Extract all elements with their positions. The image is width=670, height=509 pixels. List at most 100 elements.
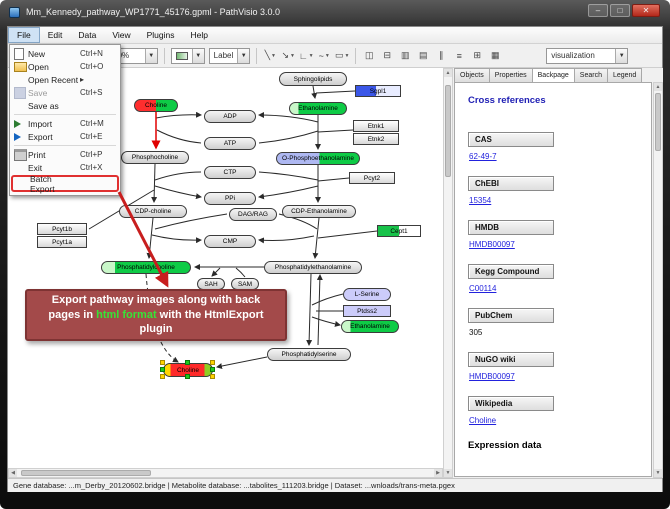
visualization-select[interactable]: visualization ▼ — [546, 47, 629, 64]
selection-handle[interactable] — [185, 374, 190, 379]
menu-edit[interactable]: Edit — [47, 30, 63, 40]
scroll-left-icon[interactable]: ◀ — [9, 469, 17, 477]
window-title: Mm_Kennedy_pathway_WP1771_45176.gpml - P… — [26, 7, 280, 17]
crossref-link[interactable]: C00114 — [469, 284, 497, 293]
pathway-node-etnk1[interactable]: Etnk1 — [353, 120, 399, 132]
tab-legend[interactable]: Legend — [606, 68, 643, 82]
scroll-thumb[interactable] — [655, 93, 661, 151]
scroll-thumb[interactable] — [21, 470, 151, 476]
selection-handle[interactable] — [210, 367, 215, 372]
pathway-node-l-serine[interactable]: L-Serine — [343, 288, 391, 301]
pathway-node-atp[interactable]: ATP — [204, 137, 256, 150]
crossref-link[interactable]: Choline — [469, 416, 497, 425]
pathway-node-choline[interactable]: Choline — [134, 99, 178, 112]
scroll-up-icon[interactable]: ▲ — [444, 69, 452, 77]
datanode-tool-select[interactable]: ▼ — [170, 47, 205, 64]
crossref-link[interactable]: HMDB00097 — [469, 372, 515, 381]
scroll-down-icon[interactable]: ▼ — [444, 469, 452, 477]
crossref-heading: Cross references — [468, 95, 546, 106]
pathway-node-cept1[interactable]: Cept1 — [377, 225, 421, 237]
pathway-node-ethanolamine[interactable]: Ethanolamine — [289, 102, 347, 115]
scroll-thumb[interactable] — [445, 85, 451, 177]
distribute-vertical-icon[interactable]: ≡ — [456, 50, 462, 61]
pathway-node-cdp-ethanolamine[interactable]: CDP-Ethanolamine — [282, 205, 356, 218]
tab-objects[interactable]: Objects — [454, 68, 490, 82]
pathway-node-phosphocholine[interactable]: Phosphocholine — [121, 151, 189, 164]
pathway-node-cdp-choline[interactable]: CDP-choline — [119, 205, 187, 218]
selection-handle[interactable] — [185, 360, 190, 365]
crossref-link[interactable]: 62-49-7 — [469, 152, 497, 161]
file-menu-item-open-recent[interactable]: Open Recent▸ — [11, 73, 119, 86]
line-tool-button[interactable]: ╲▼ — [264, 50, 276, 60]
close-button[interactable]: ✕ — [632, 4, 660, 17]
curved-connector-tool-button[interactable]: ~▼ — [318, 50, 330, 61]
pathway-node-adp[interactable]: ADP — [204, 110, 256, 123]
pathway-node-phosphatidylethanolamine[interactable]: Phosphatidylethanolamine — [264, 261, 362, 274]
pathway-node-ppi[interactable]: PPi — [204, 192, 256, 205]
menu-view[interactable]: View — [112, 30, 131, 40]
crossref-source: NuGO wiki — [468, 352, 554, 367]
pathway-node-phosphatidylserine[interactable]: Phosphatidylserine — [267, 348, 351, 361]
pathway-node-ptdss2[interactable]: Ptdss2 — [343, 305, 391, 317]
tab-properties[interactable]: Properties — [488, 68, 533, 82]
menu-plugins[interactable]: Plugins — [146, 30, 175, 40]
selection-handle[interactable] — [210, 360, 215, 365]
minimize-button[interactable]: – — [588, 4, 608, 17]
sidebar-scrollbar[interactable]: ▲ ▼ — [653, 82, 663, 478]
distribute-horizontal-icon[interactable]: ∥ — [439, 50, 444, 60]
titlebar[interactable]: Mm_Kennedy_pathway_WP1771_45176.gpml - P… — [0, 0, 670, 26]
tab-backpage[interactable]: Backpage — [531, 68, 575, 82]
crossref-link[interactable]: 15354 — [469, 196, 492, 205]
pathway-node-phosphatidylcholine[interactable]: Phosphatidylcholine — [101, 261, 191, 274]
pathway-node-ethanolamine[interactable]: Ethanolamine — [341, 320, 399, 333]
maximize-button[interactable]: □ — [610, 4, 630, 17]
pathway-node-sphingolipids[interactable]: Sphingolipids — [279, 72, 347, 86]
pathway-node-etnk2[interactable]: Etnk2 — [353, 133, 399, 145]
pathway-node-dag-rag[interactable]: DAG/RAG — [229, 208, 277, 221]
pathway-node-pcyt1b[interactable]: Pcyt1b — [37, 223, 87, 235]
file-menu-item-save-as[interactable]: Save as — [11, 99, 119, 112]
scroll-up-icon[interactable]: ▲ — [654, 83, 662, 91]
menu-shortcut: Ctrl+O — [80, 62, 104, 71]
align-top-icon[interactable]: ▤ — [418, 50, 428, 60]
scroll-right-icon[interactable]: ▶ — [434, 469, 442, 477]
selection-handle[interactable] — [160, 374, 165, 379]
label-tool-select[interactable]: Label ▼ — [208, 47, 251, 64]
menu-item-label: Save as — [28, 100, 59, 111]
menu-data[interactable]: Data — [78, 30, 97, 40]
selection-handle[interactable] — [210, 374, 215, 379]
crossref-link[interactable]: HMDB00097 — [469, 240, 515, 249]
scroll-down-icon[interactable]: ▼ — [654, 469, 662, 477]
elbow-connector-tool-button[interactable]: ∟▼ — [298, 50, 314, 61]
chevron-down-icon: ▼ — [324, 52, 330, 59]
align-left-icon[interactable]: ▥ — [400, 50, 410, 60]
match-height-icon[interactable]: ▦ — [490, 50, 500, 60]
file-menu-item-batch-export[interactable]: Batch Export — [11, 174, 119, 194]
pathway-node-pcyt2[interactable]: Pcyt2 — [349, 172, 395, 184]
canvas-vertical-scrollbar[interactable]: ▲ ▼ — [443, 68, 453, 478]
pathway-node-ctp[interactable]: CTP — [204, 166, 256, 179]
align-center-y-icon[interactable]: ⊟ — [383, 50, 392, 60]
match-width-icon[interactable]: ⊞ — [473, 50, 482, 60]
selection-handle[interactable] — [160, 367, 165, 372]
canvas-horizontal-scrollbar[interactable]: ◀ ▶ — [8, 468, 443, 478]
tab-search[interactable]: Search — [573, 68, 608, 82]
pathway-node-sgpl1[interactable]: Sgpl1 — [355, 85, 401, 97]
pathway-node-cmp[interactable]: CMP — [204, 235, 256, 248]
selection-handle[interactable] — [160, 360, 165, 365]
arrow-tool-button[interactable]: ↘▼ — [281, 50, 296, 60]
pathway-node-o-phosphoethanolamine[interactable]: O-Phosphoethanolamine — [276, 152, 360, 165]
pathway-node-pcyt1a[interactable]: Pcyt1a — [37, 236, 87, 248]
align-center-x-icon[interactable]: ◫ — [364, 50, 374, 60]
menu-file[interactable]: File — [8, 27, 40, 43]
shape-tool-button[interactable]: ▭▼ — [335, 50, 350, 60]
menu-help[interactable]: Help — [190, 30, 208, 40]
